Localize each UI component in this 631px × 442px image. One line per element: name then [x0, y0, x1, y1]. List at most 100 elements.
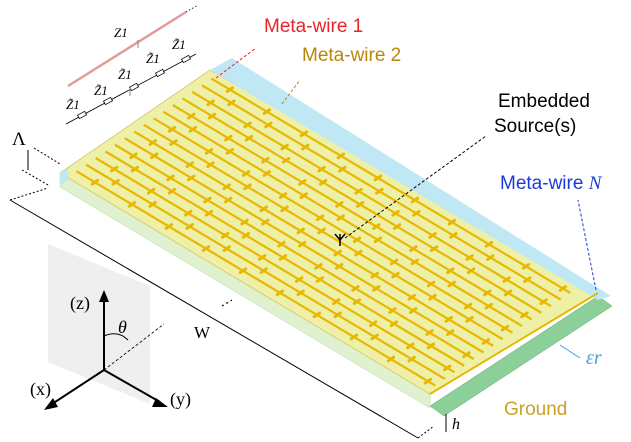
- theta-direction-line: [103, 323, 165, 371]
- ground-label: Ground: [504, 399, 568, 420]
- epsilon-pointer: [559, 344, 581, 359]
- dipole-stub: [111, 178, 120, 186]
- theta-label: θ: [118, 317, 127, 337]
- dipole-stub: [392, 223, 402, 230]
- dipole-stub: [447, 218, 457, 226]
- dipole-stub: [426, 280, 436, 288]
- dipole-stub: [278, 254, 288, 261]
- dipole-stub: [425, 329, 434, 336]
- meta-wire-line: [133, 130, 494, 347]
- width-dimension-line: [9, 199, 419, 439]
- dipole-stub: [296, 227, 305, 235]
- dipole-stub: [336, 152, 346, 160]
- dipole-stub: [315, 214, 325, 222]
- impedance-element: [76, 110, 88, 120]
- dipole-stub: [204, 148, 214, 155]
- axis-y-label: (y): [170, 389, 191, 409]
- dipole-stub: [352, 298, 362, 306]
- dipole-stub: [238, 267, 248, 275]
- dipole-stub: [407, 293, 416, 301]
- meta-wire-line: [191, 90, 552, 308]
- dipole-stub: [243, 183, 252, 191]
- dipole-stub: [244, 134, 254, 142]
- dipole-stub: [259, 267, 268, 275]
- dipole-stub: [280, 143, 289, 151]
- dipole-stub: [331, 298, 341, 306]
- dipole-stub: [127, 201, 137, 208]
- dipole-stub: [167, 125, 177, 133]
- z1-label: Z1: [114, 25, 128, 40]
- meta-wire-line: [114, 143, 475, 361]
- dipole-stub: [368, 320, 378, 328]
- axis-x-line: [51, 369, 105, 405]
- dipole-stub: [222, 183, 231, 191]
- dipole-stub: [243, 121, 252, 129]
- axis-y-arrow: [152, 398, 168, 407]
- dipole-stub: [166, 174, 175, 182]
- dipole-stub: [262, 108, 272, 116]
- meta-wire-line: [152, 117, 514, 334]
- dipole-stub: [294, 276, 304, 283]
- dipole-stub: [262, 170, 271, 177]
- dipole-stub: [241, 170, 251, 177]
- dipole-stub: [484, 240, 494, 248]
- embedded-source-label-2: Source(s): [494, 116, 577, 137]
- dipole-stub: [465, 254, 474, 261]
- dipole-stub: [463, 302, 473, 310]
- dipole-stub: [449, 232, 458, 239]
- theta-plane: [48, 244, 150, 404]
- dipole-stub: [315, 276, 325, 283]
- dipole-stub: [224, 134, 233, 142]
- dipole-stub: [204, 209, 214, 217]
- dipole-stub: [259, 205, 268, 213]
- dipole-stub: [150, 152, 159, 160]
- dipole-stub: [314, 262, 323, 270]
- dipole-stub: [503, 289, 513, 297]
- impedance-element: [154, 68, 166, 78]
- dipole-stub: [483, 289, 492, 297]
- dipole-stub: [521, 263, 531, 270]
- dipole-stub: [261, 156, 270, 164]
- dipole-stub: [444, 316, 453, 323]
- dipole-stub: [335, 201, 344, 208]
- dipole-stub: [410, 258, 419, 266]
- meta-wire-array: [75, 77, 571, 387]
- dipole-stub: [447, 280, 456, 288]
- z1-tilde-label-3: Z̃1: [118, 67, 132, 82]
- dipole-stub: [391, 271, 400, 279]
- dipole-stub: [185, 161, 194, 169]
- axis-z-label: (z): [70, 293, 90, 313]
- dipole-stub: [207, 112, 217, 120]
- dipole-stub: [349, 333, 359, 341]
- axis-x-arrow: [44, 398, 58, 410]
- dipole-stub: [410, 196, 420, 204]
- impedance-element: [128, 82, 140, 92]
- theta-arc: [103, 333, 129, 341]
- meta-wire-line: [85, 163, 446, 380]
- dipole-stub: [227, 99, 236, 107]
- period-tick-bottom: [21, 169, 51, 187]
- dipole-stub: [280, 205, 289, 213]
- meta-wire-n-pointer: [577, 199, 597, 291]
- dipole-stub: [148, 139, 157, 146]
- dipole-stub: [352, 236, 362, 244]
- epsilon-r-label: εr: [586, 347, 602, 369]
- dipole-stub: [428, 293, 437, 301]
- dipole-stub: [412, 209, 421, 217]
- z1-tilde-label-1: Z̃1: [172, 37, 186, 52]
- meta-wire-line: [75, 170, 436, 387]
- dipole-stub: [520, 311, 529, 319]
- width-tick-left: [9, 187, 49, 201]
- dipole-stub: [523, 276, 532, 283]
- dipole-stub: [275, 289, 285, 297]
- meta-wire-line: [143, 123, 504, 341]
- dipole-stub: [206, 99, 215, 107]
- width-label: W: [194, 323, 211, 342]
- dipole-stub: [389, 320, 399, 328]
- dipole-stub: [373, 174, 383, 182]
- meta-wire-line: [162, 110, 523, 327]
- axis-x-label: (x): [30, 379, 51, 399]
- dipole-stub: [281, 156, 291, 164]
- dipole-stub: [428, 232, 437, 239]
